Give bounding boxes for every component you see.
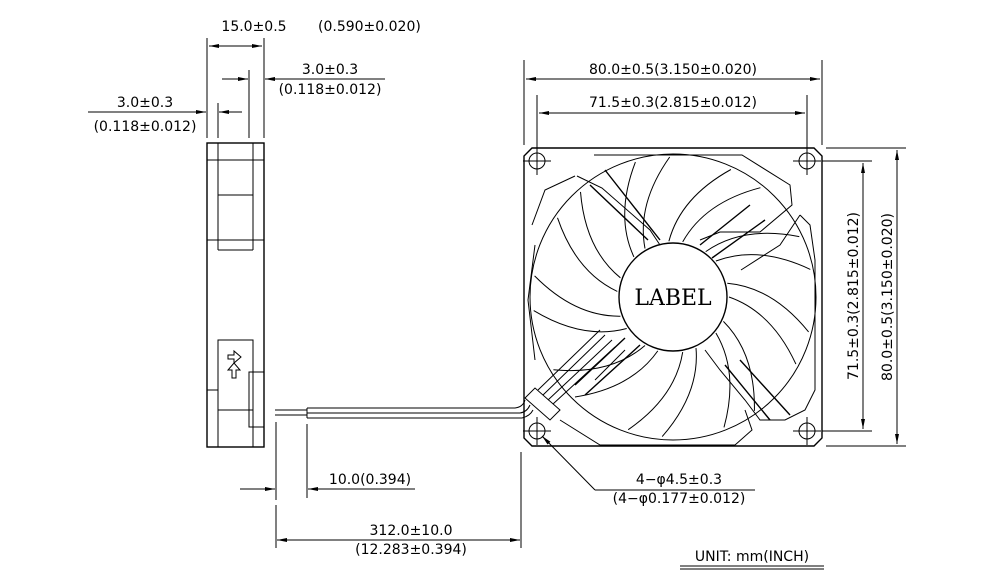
front-view: LABEL: [523, 147, 823, 447]
blades: [529, 153, 817, 441]
fan-blade: [580, 161, 636, 279]
cable-exit: [524, 329, 616, 421]
hub-label: LABEL: [634, 286, 712, 311]
hole-pitch-width-dimension: 71.5±0.3(2.815±0.012): [536, 95, 808, 150]
arrow-up-icon: [226, 362, 242, 379]
mounting-hole: [793, 417, 821, 445]
frame-ribs: [527, 154, 816, 446]
spokes: [574, 169, 791, 421]
hole-callout: 4−φ4.5±0.3 (4−φ0.177±0.012): [541, 435, 755, 507]
left-flange-mm: 3.0±0.3: [117, 95, 173, 111]
blade-ring: [529, 153, 817, 441]
unit-note: UNIT: mm(INCH): [680, 549, 824, 570]
side-body: [206, 142, 265, 448]
fan-blade: [682, 187, 800, 253]
fan-blade: [574, 350, 684, 431]
hole-spec-mm: 4−φ4.5±0.3: [636, 472, 722, 488]
lead-length-mm: 312.0±10.0: [370, 523, 453, 539]
fan-blade: [715, 254, 811, 333]
thickness-mm: 15.0±0.5: [221, 19, 286, 35]
fan-frame: [523, 147, 823, 447]
unit-text: UNIT: mm(INCH): [695, 549, 809, 565]
lead-length-dimension: 312.0±10.0 (12.283±0.394): [275, 452, 522, 558]
fan-blade: [661, 332, 731, 437]
frame-height-text: 80.0±0.5(3.150±0.020): [880, 213, 896, 381]
side-label-box: [217, 339, 254, 448]
thickness-dimension: 15.0±0.5 (0.590±0.020): [206, 19, 421, 138]
hole-pitch-height-dimension: 71.5±0.3(2.815±0.012): [822, 160, 872, 432]
cable: [275, 399, 534, 419]
right-flange-inch: (0.118±0.012): [279, 82, 382, 98]
right-flange-mm: 3.0±0.3: [302, 62, 358, 78]
mounting-hole: [523, 417, 551, 445]
left-flange-dimension: 3.0±0.3 (0.118±0.012): [88, 95, 242, 138]
lead-length-inch: (12.283±0.394): [355, 542, 467, 558]
arrow-right-icon: [227, 349, 242, 365]
mounting-holes: [523, 147, 821, 445]
fan-blade: [533, 310, 646, 372]
right-flange-dimension: 3.0±0.3 (0.118±0.012): [222, 62, 385, 138]
hole-spec-inch: (4−φ0.177±0.012): [613, 491, 746, 507]
mounting-hole: [793, 147, 821, 175]
fan-blade: [642, 156, 732, 249]
strip-length: 10.0(0.394): [329, 472, 411, 488]
frame-height-dimension: 80.0±0.5(3.150±0.020): [826, 147, 906, 447]
hub: [618, 242, 728, 352]
frame-width-dimension: 80.0±0.5(3.150±0.020): [523, 60, 823, 145]
frame-width-text: 80.0±0.5(3.150±0.020): [589, 62, 757, 78]
fan-blade: [534, 217, 621, 317]
left-flange-inch: (0.118±0.012): [94, 119, 197, 135]
thickness-inch: (0.590±0.020): [318, 19, 421, 35]
hole-pitch-width-text: 71.5±0.3(2.815±0.012): [589, 95, 757, 111]
hole-pitch-height-text: 71.5±0.3(2.815±0.012): [846, 212, 862, 380]
mounting-hole: [523, 147, 551, 175]
fan-blade: [723, 296, 797, 411]
side-view: [206, 142, 265, 448]
strip-length-dimension: 10.0(0.394): [240, 422, 415, 500]
